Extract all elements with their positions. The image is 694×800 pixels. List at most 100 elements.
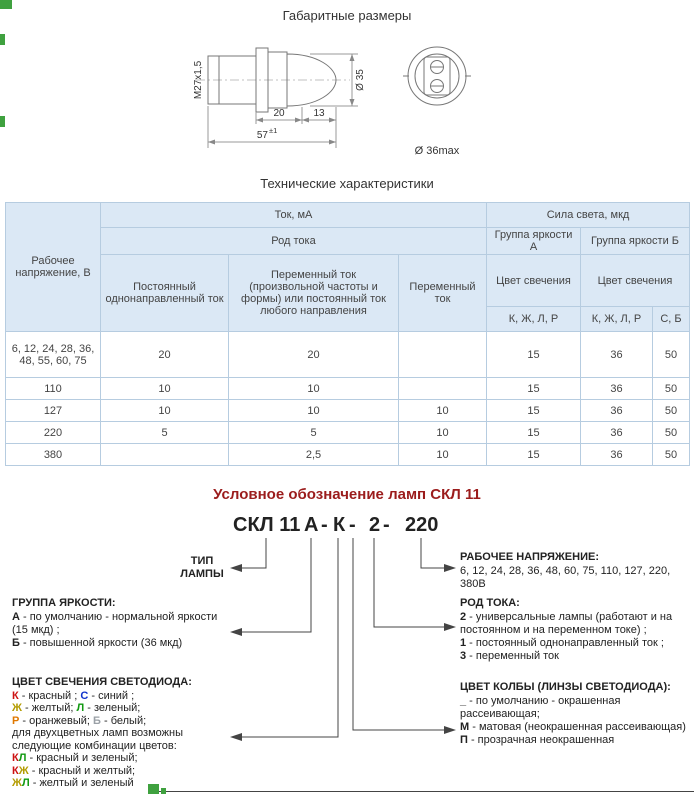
glow-color-a-header: Цвет свечения xyxy=(486,254,581,307)
page-frame-fragment xyxy=(161,788,166,794)
code-type: СКЛ 11 xyxy=(233,514,301,536)
designation-section-title: Условное обозначение ламп СКЛ 11 xyxy=(213,486,481,503)
table-row: 127 10 10 10 15 36 50 xyxy=(5,399,691,422)
front-inner-circle xyxy=(414,53,460,99)
thread-size-label: М27х1,5 xyxy=(193,60,204,99)
designation-code: СКЛ 11 А - К - 2 - 220 xyxy=(233,514,463,538)
glow-color-key: С xyxy=(80,689,89,702)
current-kind-key: 1 xyxy=(460,637,467,649)
glow-arrowhead xyxy=(230,733,242,741)
bulb-color-legend-item: М - матовая (неокрашенная рассеивающая) xyxy=(460,721,688,734)
intensity-b1-cell: 36 xyxy=(580,331,653,378)
dimension-arrowheads xyxy=(208,54,355,145)
code-glow-color: К xyxy=(333,514,346,536)
bulb-color-key: П xyxy=(460,734,468,746)
glow-color-b-header: Цвет свечения xyxy=(579,254,691,307)
current-group-header: Ток, мА xyxy=(100,202,487,228)
ac-cell: 10 xyxy=(398,421,487,444)
glow-color-text: - оранжевый; xyxy=(19,714,94,727)
current-kind-header: Род тока xyxy=(100,227,487,255)
bulb-color-text: - по умолчанию - окрашенная рассеивающая… xyxy=(460,695,621,720)
group-b-header: Группа яркости Б xyxy=(579,227,691,255)
current-kind-text: - переменный ток xyxy=(466,650,559,662)
bulb-color-legend-block: ЦВЕТ КОЛБЫ (ЛИНЗЫ СВЕТОДИОДА): _ - по ум… xyxy=(460,681,688,747)
table-row: 220 5 5 10 15 36 50 xyxy=(5,421,691,444)
code-current-kind: 2 xyxy=(369,514,381,536)
ac-column-header: Переменный ток xyxy=(398,254,487,332)
ac-cell: 10 xyxy=(398,399,487,422)
intensity-b2-cell: 50 xyxy=(651,377,691,400)
ac-any-cell: 2,5 xyxy=(228,443,399,466)
voltage-column-header: Рабочее напряжение, В xyxy=(5,202,101,332)
glow-color-legend-block: ЦВЕТ СВЕЧЕНИЯ СВЕТОДИОДА: К - красный ; … xyxy=(12,676,236,790)
glow-color-combo: КЖ - красный и желтый; xyxy=(12,765,236,778)
current-kind-legend-block: РОД ТОКА: 2 - универсальные лампы (работ… xyxy=(460,597,688,663)
brightness-connector-line xyxy=(242,538,312,633)
glow-color-text: - красный и желтый; xyxy=(28,764,136,777)
ac-cell xyxy=(398,377,487,400)
voltage-cell: 220 xyxy=(5,421,101,444)
voltage-cell: 6, 12, 24, 28, 36, 48, 55, 60, 75 xyxy=(5,331,101,378)
dim-13-label: 13 xyxy=(313,108,325,119)
ac-any-cell: 5 xyxy=(228,421,399,444)
glow-color-text: - красный и зеленый; xyxy=(26,752,138,764)
glow-color-line: Ж - желтый; Л - зеленый; xyxy=(12,702,236,715)
type-arrowhead xyxy=(230,564,242,572)
code-separator: - xyxy=(321,514,328,536)
voltage-legend-heading: РАБОЧЕЕ НАПРЯЖЕНИЕ: xyxy=(460,551,599,563)
glow-color-key: Л xyxy=(21,777,30,789)
bulb-color-key: _ xyxy=(460,695,467,707)
intensity-b1-cell: 36 xyxy=(580,399,653,422)
glow-color-text: - желтый и зеленый xyxy=(29,777,134,789)
intensity-a-cell: 15 xyxy=(486,399,581,422)
table-row: 110 10 10 15 36 50 xyxy=(5,377,691,400)
voltage-cell: 380 xyxy=(5,443,101,466)
dc-cell: 5 xyxy=(100,421,229,444)
voltage-legend-block: РАБОЧЕЕ НАПРЯЖЕНИЕ: 6, 12, 24, 28, 36, 4… xyxy=(460,551,688,591)
glow-color-key: Ж xyxy=(12,702,22,714)
current-kind-legend-item: 3 - переменный ток xyxy=(460,650,688,663)
glow-color-text: - белый; xyxy=(100,714,147,727)
intensity-b1-cell: 36 xyxy=(580,421,653,444)
bulb-arrowhead xyxy=(444,726,456,734)
intensity-b1-cell: 36 xyxy=(580,377,653,400)
intensity-a-cell: 15 xyxy=(486,421,581,444)
page-frame-fragment xyxy=(148,784,159,794)
specs-table: Рабочее напряжение, В Ток, мА Сила света… xyxy=(5,202,691,466)
bulb-color-legend-heading: ЦВЕТ КОЛБЫ (ЛИНЗЫ СВЕТОДИОДА): xyxy=(460,681,671,693)
table-row: 6, 12, 24, 28, 36, 48, 55, 60, 75 20 20 … xyxy=(5,331,691,378)
glow-color-note: следующие комбинации цветов: xyxy=(12,739,177,752)
total-length-label: 57 xyxy=(257,130,269,141)
side-view-dimension-lines xyxy=(207,53,358,148)
current-kind-text: - постоянный однонаправленный ток ; xyxy=(466,637,664,649)
glow-color-key: Л xyxy=(76,702,85,714)
glow-color-note: для двухцветных ламп возможны xyxy=(12,727,183,739)
bulb-color-legend-item: _ - по умолчанию - окрашенная рассеивающ… xyxy=(460,695,688,721)
brightness-legend-block: ГРУППА ЯРКОСТИ: А - по умолчанию - норма… xyxy=(12,597,232,650)
ac-any-cell: 10 xyxy=(228,399,399,422)
voltage-cell: 127 xyxy=(5,399,101,422)
glow-color-text: - желтый; xyxy=(21,702,77,714)
glow-connector-line xyxy=(242,538,339,738)
code-voltage: 220 xyxy=(405,514,439,536)
brightness-key: А xyxy=(12,611,20,623)
terminal-plate xyxy=(423,56,451,96)
glow-color-key: К xyxy=(12,752,19,764)
ac-cell xyxy=(398,331,487,378)
page-frame-fragment xyxy=(0,0,12,9)
glow-color-key: Ж xyxy=(18,764,29,777)
brightness-key: Б xyxy=(12,637,20,649)
intensity-b1-cell: 36 xyxy=(580,443,653,466)
current-kind-legend-heading: РОД ТОКА: xyxy=(460,597,520,609)
glow-color-key: К xyxy=(12,689,19,702)
side-view-drawing xyxy=(196,47,350,113)
glow-color-text: - зеленый; xyxy=(84,702,141,714)
voltage-arrowhead xyxy=(444,564,456,572)
brightness-text: - повышенной яркости (36 мкд) xyxy=(19,637,183,649)
glow-color-combo: ЖЛ - желтый и зеленый xyxy=(12,777,236,790)
page-frame-fragment xyxy=(0,34,5,45)
glow-color-key: Б xyxy=(93,714,101,727)
dc-cell: 10 xyxy=(100,399,229,422)
ac-cell: 10 xyxy=(398,443,487,466)
